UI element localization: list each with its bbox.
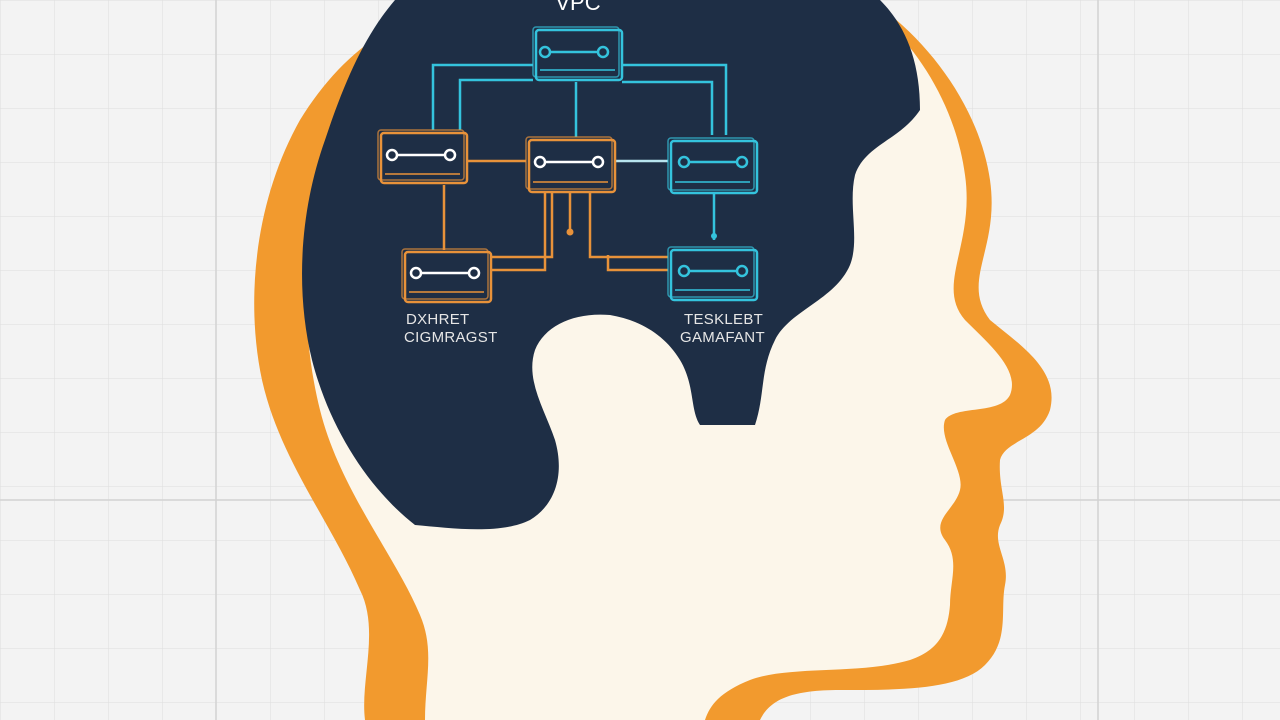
label-left-line2: CIGMRAGST [404, 329, 498, 346]
link-top-to-left-inner [458, 78, 533, 130]
link-top-to-right-inner [622, 80, 714, 135]
link-center-to-lower-right-2 [606, 255, 668, 272]
label-left-line1: DXHRET [406, 311, 469, 328]
link-endpoint [566, 228, 574, 236]
link-center-to-lower-right [588, 193, 668, 259]
cyan-links [431, 63, 728, 240]
label-right-line2: GAMAFANT [680, 329, 765, 346]
node-center [525, 136, 617, 194]
link-endpoint [711, 233, 717, 239]
orange-links [442, 159, 668, 272]
link-top-to-left [431, 63, 533, 130]
node-right [667, 137, 759, 195]
link-center-to-bottom-left-2 [492, 193, 547, 272]
link-top-to-right [622, 63, 728, 135]
node-bottom-left [401, 248, 493, 304]
link-center-to-bottom-left [492, 193, 554, 259]
diagram-title: VPC [555, 0, 600, 15]
node-top [532, 26, 624, 82]
node-bottom-right [667, 246, 759, 302]
node-left [377, 129, 469, 185]
label-right-line1: TESKLEBT [684, 311, 763, 328]
